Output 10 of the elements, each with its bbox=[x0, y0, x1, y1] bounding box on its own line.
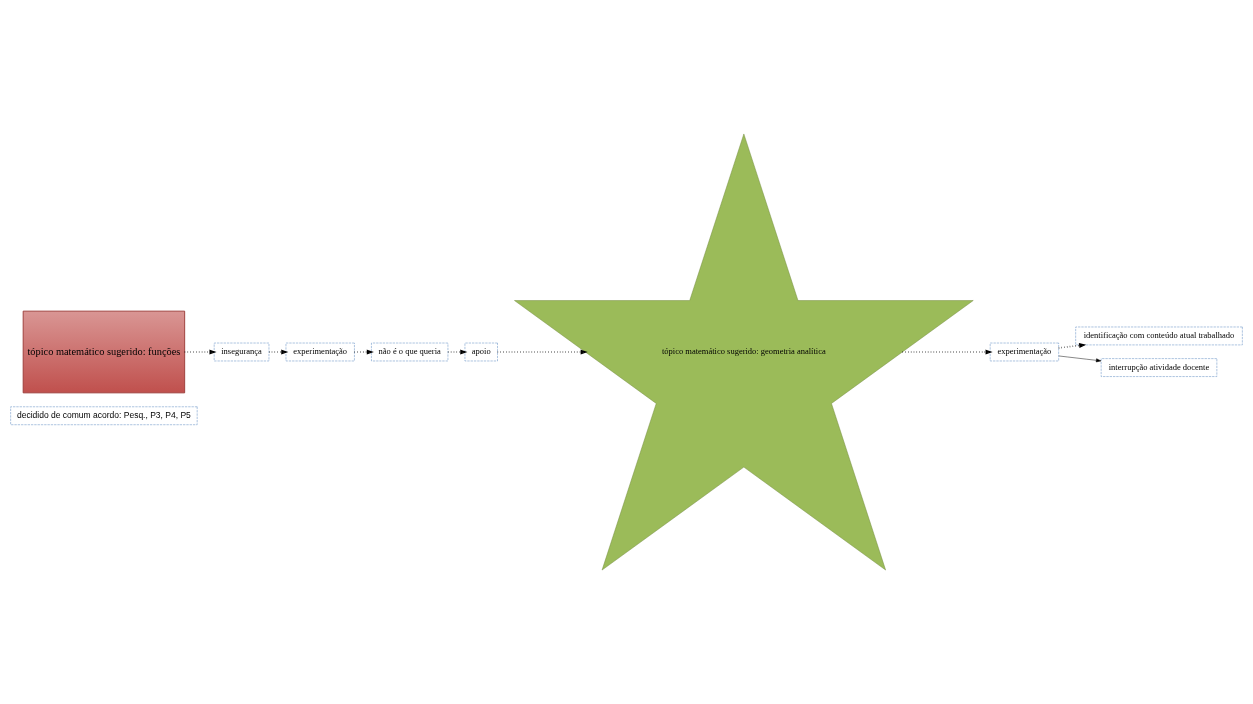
node-box: insegurança bbox=[213, 342, 270, 362]
node-box: experimentação bbox=[989, 342, 1059, 362]
node-box: apoio bbox=[464, 342, 498, 362]
node-box: tópico matemático sugerido: funções bbox=[22, 310, 186, 394]
node-box: experimentação bbox=[285, 342, 355, 362]
arrow bbox=[901, 349, 993, 355]
node-box: decidido de comum acordo: Pesq., P3, P4, P5 bbox=[10, 406, 198, 425]
node-box: interrupção atividade docente bbox=[1100, 358, 1218, 377]
node-box: não é o que queria bbox=[371, 342, 449, 362]
arrow bbox=[1058, 355, 1102, 363]
